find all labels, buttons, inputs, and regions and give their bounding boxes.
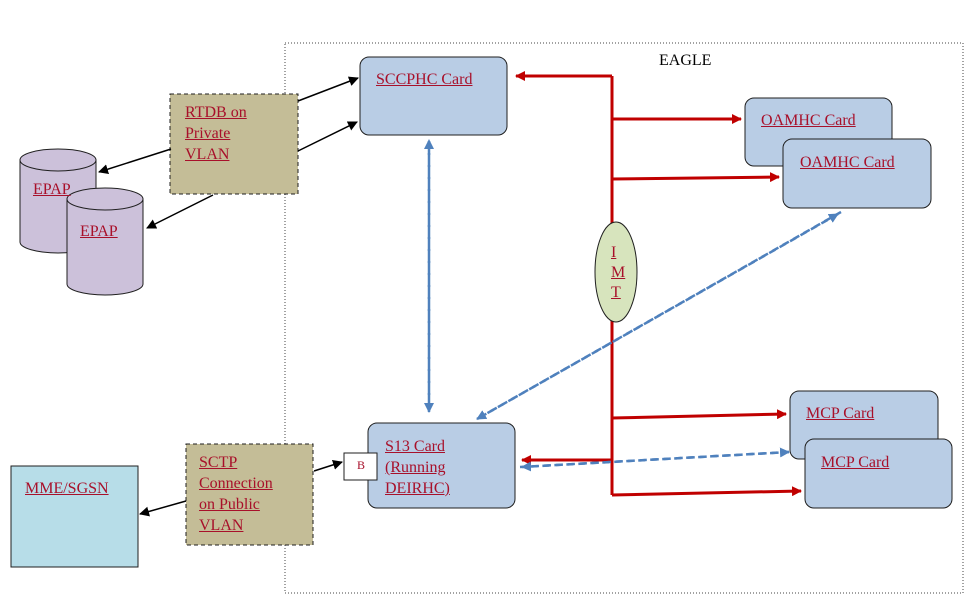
epap-front-label: EPAP bbox=[80, 223, 118, 240]
oamhc-card-front-label: OAMHC Card bbox=[800, 154, 895, 171]
black-arrows bbox=[98, 76, 359, 517]
s13-card-label: S13 Card (Running DEIRHC) bbox=[385, 438, 450, 497]
sccphc-card-box bbox=[359, 56, 508, 136]
mcp-card-front-label: MCP Card bbox=[821, 454, 890, 471]
imt-label: I M T bbox=[611, 244, 626, 301]
mcp-card-back-label: MCP Card bbox=[806, 405, 875, 422]
mcp-card-front-box bbox=[804, 438, 953, 509]
rtdb-note-box bbox=[169, 93, 299, 195]
sctp-note-label: SCTP Connection on Public VLAN bbox=[199, 454, 273, 534]
port-label: B bbox=[357, 458, 366, 472]
oamhc-card-back-label: OAMHC Card bbox=[761, 112, 856, 129]
eagle-title: EAGLE bbox=[659, 52, 712, 69]
blue-dashed-links bbox=[424, 139, 842, 472]
rtdb-note-label: RTDB on Private VLAN bbox=[185, 104, 247, 163]
epap-cylinder-front bbox=[66, 187, 144, 296]
sctp-note-box bbox=[185, 443, 314, 546]
mme-sgsn-box bbox=[10, 465, 139, 568]
mme-sgsn-label: MME/SGSN bbox=[25, 480, 109, 497]
imt-ellipse bbox=[594, 221, 638, 323]
oamhc-card-front-box bbox=[782, 138, 932, 209]
sccphc-card-label: SCCPHC Card bbox=[376, 71, 473, 88]
epap-back-label: EPAP bbox=[33, 181, 71, 198]
port-box bbox=[343, 452, 378, 481]
eagle-frame bbox=[284, 42, 964, 594]
